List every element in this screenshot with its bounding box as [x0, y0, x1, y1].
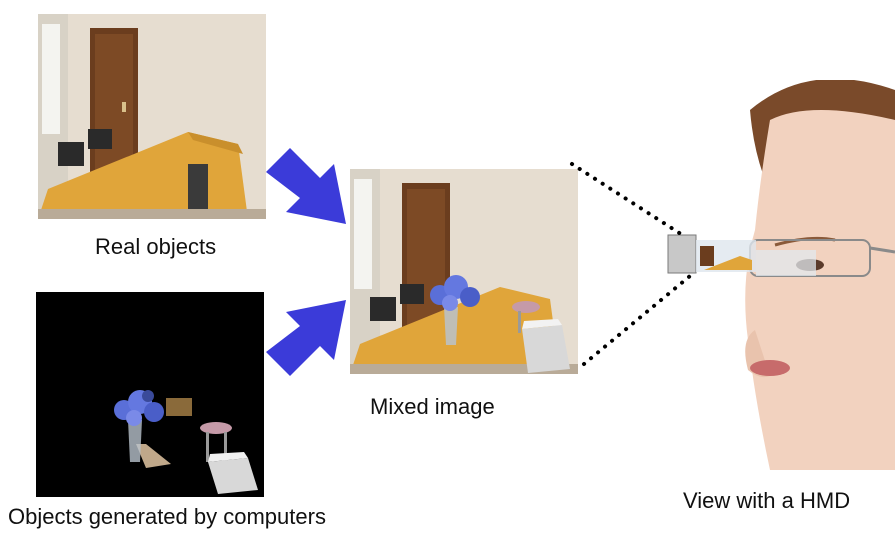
- arrow-top-icon: [266, 148, 346, 224]
- hmd-face-photo: [660, 80, 895, 470]
- cg-objects-caption: Objects generated by computers: [8, 504, 326, 529]
- mixed-image-caption: Mixed image: [370, 394, 495, 419]
- arrow-bottom-icon: [266, 300, 346, 376]
- dotted-lines-icon: [570, 162, 692, 366]
- real-objects-caption: Real objects: [95, 234, 217, 259]
- mixed-image: [350, 169, 578, 374]
- real-objects-photo: [38, 14, 266, 219]
- cg-objects-image: [36, 292, 264, 497]
- hmd-view-caption: View with a HMD: [683, 488, 851, 513]
